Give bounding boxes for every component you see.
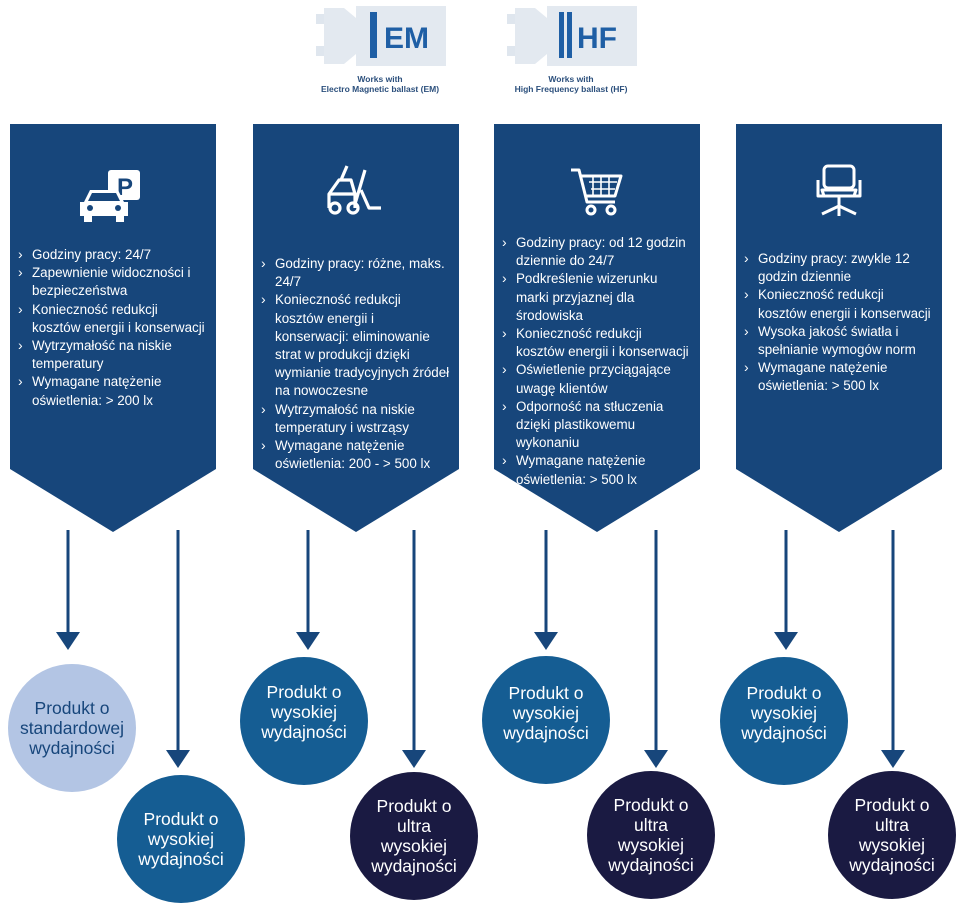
svg-text:P: P — [117, 174, 133, 201]
product-label: Produkt o ultra wysokiej wydajności — [849, 795, 935, 875]
arrow-head — [56, 632, 80, 650]
requirement-item: Konieczność redukcji kosztów energii i k… — [18, 300, 208, 337]
product-circle-high: Produkt o wysokiej wydajności — [720, 657, 848, 785]
product-circle-high: Produkt o wysokiej wydajności — [240, 657, 368, 785]
arrow-head — [534, 632, 558, 650]
requirement-item: Wymagane natężenie oświetlenia: > 500 lx — [502, 451, 692, 488]
requirement-item: Konieczność redukcji kosztów energii i k… — [744, 285, 934, 322]
hf-code: HF — [577, 22, 617, 55]
product-label: Produkt o wysokiej wydajności — [138, 809, 224, 869]
requirement-item: Oświetlenie przyciągające uwagę klientów — [502, 360, 692, 397]
office-chair-icon — [736, 162, 942, 225]
em-caption-2: Electro Magnetic ballast (EM) — [320, 84, 440, 94]
arrow-head — [644, 750, 668, 768]
requirement-item: Wytrzymałość na niskie temperatury i wst… — [261, 400, 451, 437]
product-label: Produkt o wysokiej wydajności — [261, 682, 347, 742]
hf-tube-icon: HF — [507, 6, 637, 66]
shopping-cart-icon — [494, 164, 700, 225]
requirement-item: Wymagane natężenie oświetlenia: > 500 lx — [744, 358, 934, 395]
arrow-head — [774, 632, 798, 650]
requirement-item: Wysoka jakość światła i spełnianie wymog… — [744, 322, 934, 359]
em-code: EM — [384, 22, 429, 55]
requirement-item: Wymagane natężenie oświetlenia: > 200 lx — [18, 372, 208, 409]
requirement-item: Wymagane natężenie oświetlenia: 200 - > … — [261, 436, 451, 473]
hf-caption-1: Works with — [548, 74, 594, 84]
requirement-item: Podkreślenie wizerunku marki przyjaznej … — [502, 269, 692, 325]
requirement-item: Godziny pracy: 24/7 — [18, 245, 208, 264]
product-circle-high: Produkt o wysokiej wydajności — [482, 656, 610, 784]
product-circle-standard: Produkt o standardowej wydajności — [8, 664, 136, 792]
arrow-head — [881, 750, 905, 768]
arrow-head — [166, 750, 190, 768]
product-label: Produkt o wysokiej wydajności — [741, 683, 827, 743]
forklift-icon — [253, 160, 459, 227]
parking-car-icon: P — [10, 166, 216, 231]
column-card-office: Godziny pracy: zwykle 12 godzin dziennie… — [736, 124, 942, 544]
requirement-item: Konieczność redukcji kosztów energii i k… — [261, 290, 451, 400]
requirement-item: Zapewnienie widoczności i bezpieczeństwa — [18, 263, 208, 300]
em-ballast-badge: EM Works with Electro Magnetic ballast (… — [300, 0, 460, 112]
product-circle-high: Produkt o wysokiej wydajności — [117, 775, 245, 903]
em-caption-1: Works with — [357, 74, 403, 84]
requirement-item: Wytrzymałość na niskie temperatury — [18, 336, 208, 373]
em-tube-icon: EM — [316, 6, 446, 66]
requirement-item: Godziny pracy: od 12 godzin dziennie do … — [502, 233, 692, 270]
product-label: Produkt o ultra wysokiej wydajności — [371, 796, 457, 876]
product-circle-ultra: Produkt o ultra wysokiej wydajności — [350, 772, 478, 900]
requirement-item: Konieczność redukcji kosztów energii i k… — [502, 324, 692, 361]
requirement-item: Odporność na stłuczenia dzięki plastikow… — [502, 397, 692, 453]
requirement-item: Godziny pracy: zwykle 12 godzin dziennie — [744, 249, 934, 286]
requirement-item: Godziny pracy: różne, maks. 24/7 — [261, 254, 451, 291]
column-card-warehouse: Godziny pracy: różne, maks. 24/7 Koniecz… — [253, 124, 459, 544]
product-label: Produkt o standardowej wydajności — [19, 698, 125, 758]
column-card-parking: P Godziny pracy: 24/7 Zapewnienie widocz… — [10, 124, 216, 544]
product-circle-ultra: Produkt o ultra wysokiej wydajności — [587, 771, 715, 899]
column-card-retail: Godziny pracy: od 12 godzin dziennie do … — [494, 124, 700, 544]
product-label: Produkt o ultra wysokiej wydajności — [608, 795, 694, 875]
arrow-head — [296, 632, 320, 650]
product-label: Produkt o wysokiej wydajności — [503, 683, 589, 743]
hf-caption-2: High Frequency ballast (HF) — [514, 84, 628, 94]
product-circle-ultra: Produkt o ultra wysokiej wydajności — [828, 771, 956, 899]
hf-ballast-badge: HF Works with High Frequency ballast (HF… — [496, 0, 646, 112]
arrow-head — [402, 750, 426, 768]
